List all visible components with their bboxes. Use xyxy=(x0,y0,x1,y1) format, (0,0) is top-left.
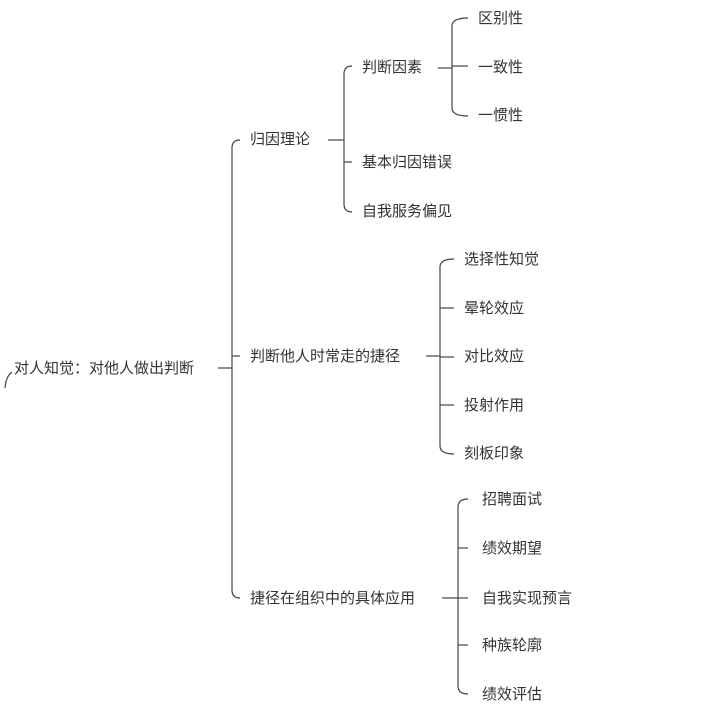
node-self-serving-bias[interactable]: 自我服务偏见 xyxy=(362,202,453,220)
node-consensus[interactable]: 一致性 xyxy=(478,58,524,76)
node-projection[interactable]: 投射作用 xyxy=(464,396,525,414)
node-fundamental-attribution-error[interactable]: 基本归因错误 xyxy=(362,153,453,171)
branch-attribution-theory[interactable]: 归因理论 xyxy=(250,130,311,148)
node-distinctiveness[interactable]: 区别性 xyxy=(478,9,524,27)
branch-judgment-shortcuts[interactable]: 判断他人时常走的捷径 xyxy=(250,347,401,365)
branch-shortcut-applications[interactable]: 捷径在组织中的具体应用 xyxy=(250,589,416,607)
factors-spine xyxy=(451,17,469,117)
root-node[interactable]: 对人知觉：对他人做出判断 xyxy=(14,359,195,377)
level1-spine xyxy=(231,139,241,599)
branch1-spine xyxy=(343,65,353,213)
node-contrast-effect[interactable]: 对比效应 xyxy=(464,347,525,365)
node-racial-profiling[interactable]: 种族轮廓 xyxy=(482,636,543,654)
node-self-fulfilling-prophecy[interactable]: 自我实现预言 xyxy=(482,589,573,607)
node-selective-perception[interactable]: 选择性知觉 xyxy=(464,250,540,268)
node-stereotyping[interactable]: 刻板印象 xyxy=(464,444,525,462)
node-performance-evaluation[interactable]: 绩效评估 xyxy=(482,685,543,703)
node-halo-effect[interactable]: 晕轮效应 xyxy=(464,299,525,317)
node-performance-expectations[interactable]: 绩效期望 xyxy=(482,539,543,557)
root-left-stub xyxy=(4,371,13,389)
node-consistency[interactable]: 一惯性 xyxy=(478,106,524,124)
branch3-spine xyxy=(457,498,469,695)
node-employment-interview[interactable]: 招聘面试 xyxy=(482,490,543,508)
node-judgment-factors[interactable]: 判断因素 xyxy=(362,58,423,76)
